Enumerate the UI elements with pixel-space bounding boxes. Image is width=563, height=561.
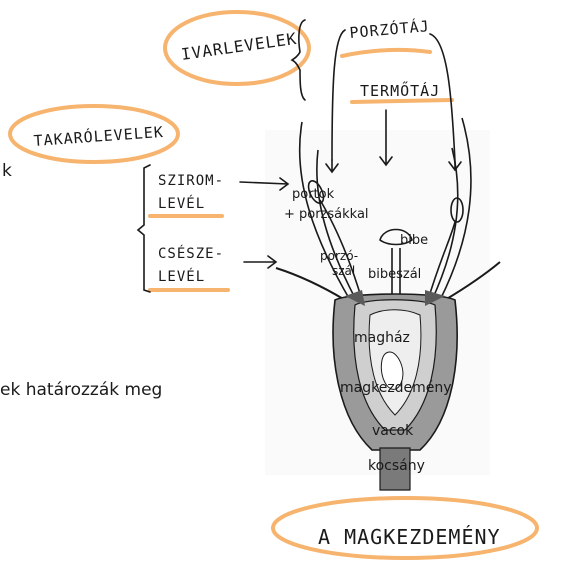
label-maghaz: magház — [354, 330, 410, 346]
label-takarolevelek: TAKARÓLEVELEK — [33, 122, 164, 150]
label-csesze-line2: LEVÉL — [158, 268, 205, 285]
termotaj-underline — [352, 100, 452, 102]
left-fragment-bottom: ek határozzák meg — [0, 380, 162, 400]
label-porzoszal-line1: porzó- — [320, 249, 358, 263]
label-bibe: bibe — [400, 233, 428, 248]
label-portok-line1: portok — [292, 187, 335, 202]
label-termotaj: TERMŐTÁJ — [360, 80, 440, 100]
left-fragment-top: k — [2, 161, 12, 181]
label-portok-line2: + porzsákkal — [284, 207, 369, 222]
label-magkezdemeny: magkezdemény — [340, 380, 452, 396]
label-szirom-line1: SZIROM- — [158, 173, 224, 189]
bottom-title: A MAGKEZDEMÉNY — [318, 525, 501, 549]
label-vacok: vacok — [372, 423, 414, 439]
arrow-csesze — [244, 256, 276, 268]
label-kocsany: kocsány — [368, 458, 425, 474]
label-bibeszal: bibeszál — [368, 267, 421, 282]
label-ivarlevelek: IVARLEVELEK — [180, 29, 298, 64]
takarolevelek-bracket — [138, 165, 150, 292]
porzotaj-underline — [342, 50, 430, 56]
label-porzoszal-line2: szál — [332, 264, 355, 278]
label-csesze-line1: CSÉSZE- — [158, 245, 224, 262]
label-porzotaj: PORZÓTÁJ — [349, 16, 431, 42]
label-szirom-line2: LEVÉL — [158, 195, 205, 212]
